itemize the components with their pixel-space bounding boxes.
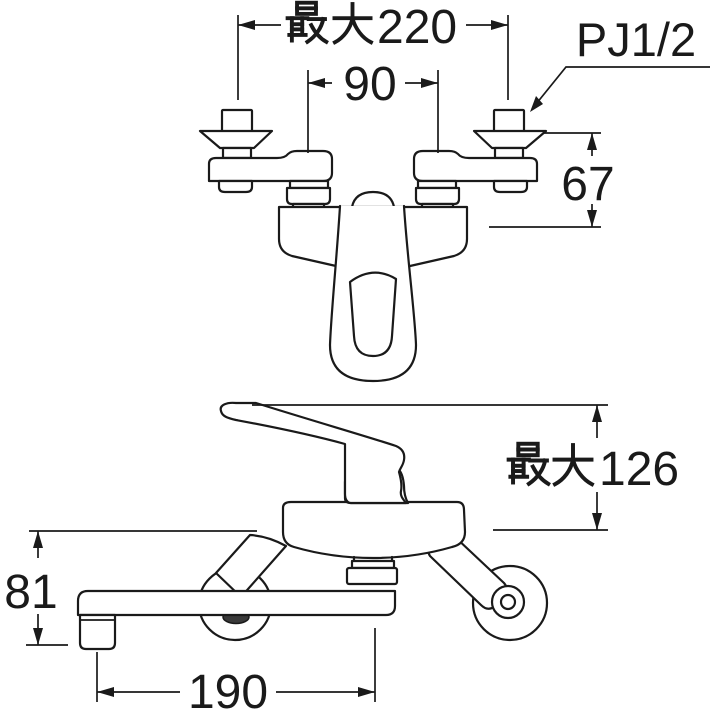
flange-screw-inner [499, 593, 517, 611]
arrowhead-up [587, 133, 597, 150]
spout-front-mouth [348, 271, 398, 358]
spout-front-outline [328, 204, 418, 383]
dim-max-width-220: 220 [237, 0, 509, 100]
arrowhead-left [97, 687, 114, 697]
spout-outlet [78, 613, 117, 651]
kanji-dai [552, 443, 594, 487]
arrowhead-left [308, 78, 325, 88]
dim-value-190: 190 [188, 666, 268, 713]
right-eccentric-leg [412, 108, 548, 212]
thread-size-label: PJ1/2 [576, 13, 696, 66]
arrowhead-down [33, 628, 43, 645]
arrowhead-right [421, 78, 438, 88]
left-leg-strap [214, 533, 288, 599]
dim-value-90: 90 [343, 58, 396, 111]
union-nut-side [345, 566, 399, 586]
front-view [198, 108, 548, 383]
kanji-dai [332, 2, 373, 45]
label-thread-pj12: PJ1/2 [530, 13, 710, 112]
faucet-body-side [281, 500, 467, 560]
arrowhead-down [587, 210, 597, 227]
arrowhead-left [238, 20, 255, 30]
dim-drop-81: 81 [4, 530, 257, 646]
dim-value-220: 220 [377, 1, 457, 54]
kanji-sai [285, 0, 329, 44]
arrowhead-right [358, 687, 375, 697]
dim-height-67: 67 [489, 132, 615, 228]
spout-swivel-ring [350, 190, 396, 209]
arrowhead-down [592, 513, 602, 530]
arrowhead-right [491, 20, 508, 30]
handle-lever [219, 401, 408, 505]
side-view [76, 401, 549, 651]
leader-arrowhead [530, 96, 543, 112]
spout-pipe [76, 589, 397, 617]
dim-spacing-90: 90 [307, 58, 439, 153]
arrowhead-up [592, 405, 602, 422]
dim-value-67: 67 [561, 158, 614, 211]
dim-max-height-126: 126 [252, 404, 679, 531]
kanji-sai [506, 441, 551, 486]
arrowhead-up [33, 531, 43, 548]
dim-reach-190: 190 [96, 628, 376, 713]
dim-value-126: 126 [599, 443, 679, 496]
dim-value-81: 81 [4, 566, 57, 619]
left-eccentric-leg [198, 108, 334, 212]
